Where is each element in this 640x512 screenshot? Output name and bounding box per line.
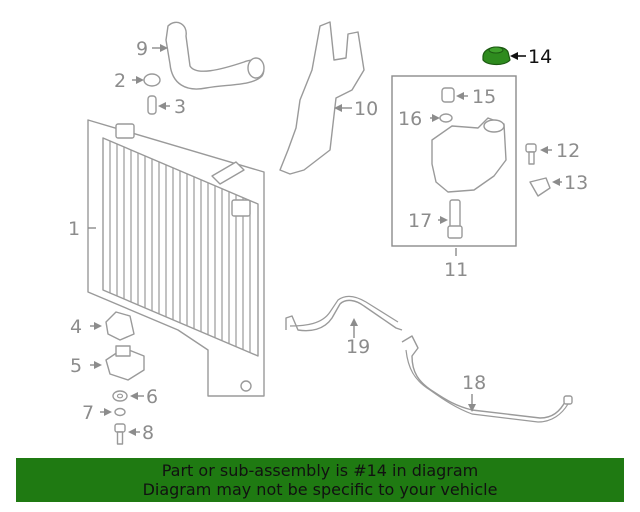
callout-9: 9 (136, 38, 148, 60)
callout-17: 17 (408, 210, 432, 232)
callout-3: 3 (174, 96, 186, 118)
part-3-pin (147, 95, 170, 115)
callout-10: 10 (354, 98, 378, 120)
part-17-lead (438, 216, 448, 224)
callout-6: 6 (146, 386, 158, 408)
part-5-mount (90, 345, 145, 381)
part-8-bolt (114, 423, 140, 445)
hose-19 (285, 295, 403, 338)
banner-line-2: Diagram may not be specific to your vehi… (142, 480, 498, 499)
callout-16: 16 (398, 108, 422, 130)
part-2-grommet (132, 73, 161, 87)
callout-1: 1 (68, 218, 80, 240)
callout-15: 15 (472, 86, 496, 108)
radiator-assembly (87, 119, 265, 397)
part-7-washer (100, 407, 126, 417)
callout-19: 19 (346, 336, 370, 358)
parts-diagram: 1 2 3 4 5 6 7 8 9 10 11 12 13 14 15 16 1… (68, 21, 588, 445)
part-4-mount (90, 311, 135, 341)
banner-line-1: Part or sub-assembly is #14 in diagram (161, 461, 479, 480)
callout-7: 7 (82, 402, 94, 424)
callout-11: 11 (444, 259, 468, 281)
part-16-washer (430, 113, 453, 123)
callout-18: 18 (462, 372, 486, 394)
hose-18 (401, 335, 573, 423)
callout-12: 12 (556, 140, 580, 162)
callout-14: 14 (528, 46, 552, 68)
radiator-support-bracket (279, 21, 365, 175)
part-6-washer (112, 390, 144, 402)
notice-banner: Part or sub-assembly is #14 in diagram D… (16, 458, 624, 502)
callout-13: 13 (564, 172, 588, 194)
part-13-clip (529, 177, 562, 197)
part-14-highlighted (482, 46, 526, 66)
part-15-cap (441, 87, 468, 103)
part-12-bolt (525, 143, 552, 165)
radiator-fins (109, 141, 251, 353)
callout-4: 4 (70, 316, 82, 338)
coolant-reservoir-assembly (391, 75, 517, 256)
callout-8: 8 (142, 422, 154, 444)
callout-2: 2 (114, 70, 126, 92)
upper-radiator-hose (152, 21, 265, 90)
callout-5: 5 (70, 355, 82, 377)
